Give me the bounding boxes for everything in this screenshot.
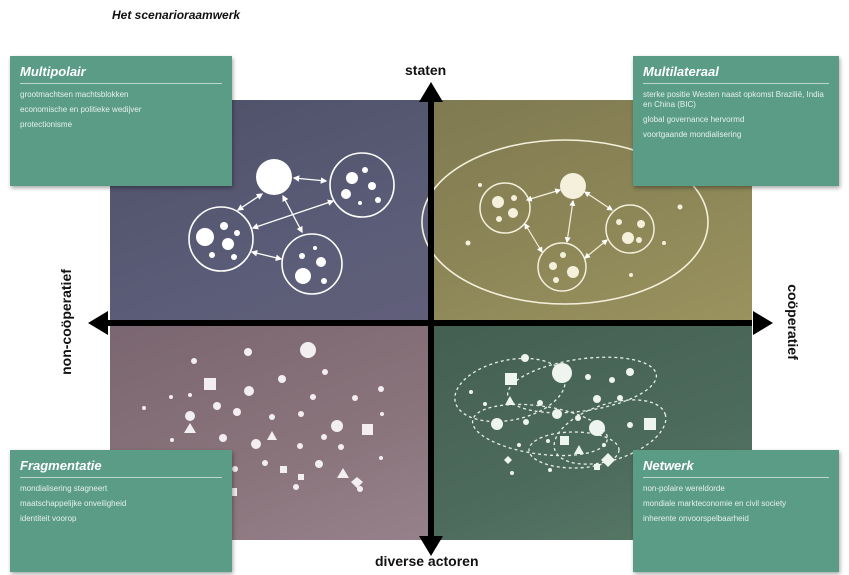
- list-item: grootmachtsen machtsblokken: [20, 90, 129, 99]
- list-item: economische en politieke wedijver: [20, 105, 142, 114]
- list-item: protectionisme: [20, 120, 73, 129]
- axis-label-top: staten: [405, 62, 447, 78]
- axis-label-right: coöperatief: [785, 284, 801, 360]
- list-item: mondiale markteconomie en civil society: [643, 499, 787, 508]
- scenario-items: sterke positie Westen naast opkomst Braz…: [643, 90, 829, 140]
- scenario-items: non-polaire wereldorde mondiale markteco…: [643, 484, 829, 524]
- multipolair-illustration: [188, 152, 395, 295]
- axis-label-left: non-coöperatief: [58, 269, 74, 375]
- scenario-title: Multipolair: [20, 64, 222, 84]
- list-item: maatschappelijke onveiligheid: [20, 499, 127, 508]
- scenario-items: mondialisering stagneert maatschappelijk…: [20, 484, 222, 524]
- list-item: identiteit voorop: [20, 514, 77, 523]
- netwerk-illustration: [454, 354, 667, 475]
- scenario-box-fragmentatie: Fragmentatie mondialisering stagneert ma…: [10, 450, 232, 572]
- list-item: mondialisering stagneert: [20, 484, 108, 493]
- scenario-box-multipolair: Multipolair grootmachtsen machtsblokken …: [10, 56, 232, 186]
- scenario-box-netwerk: Netwerk non-polaire wereldorde mondiale …: [633, 450, 839, 572]
- scenario-items: grootmachtsen machtsblokken economische …: [20, 90, 222, 130]
- axes: [88, 82, 773, 556]
- page-title: Het scenarioraamwerk: [112, 8, 241, 22]
- list-item: voortgaande mondialisering: [643, 130, 742, 139]
- fragmentatie-illustration: [142, 342, 384, 496]
- list-item: inherente onvoorspelbaarheid: [643, 514, 749, 523]
- scenario-title: Multilateraal: [643, 64, 829, 84]
- axis-label-bottom: diverse actoren: [375, 553, 479, 569]
- multilateraal-illustration: [421, 139, 709, 305]
- scenario-title: Netwerk: [643, 458, 829, 478]
- scenario-title: Fragmentatie: [20, 458, 222, 478]
- list-item: non-polaire wereldorde: [643, 484, 725, 493]
- list-item: global governance hervormd: [643, 115, 745, 124]
- list-item: sterke positie Westen naast opkomst Braz…: [643, 90, 824, 109]
- scenario-box-multilateraal: Multilateraal sterke positie Westen naas…: [633, 56, 839, 186]
